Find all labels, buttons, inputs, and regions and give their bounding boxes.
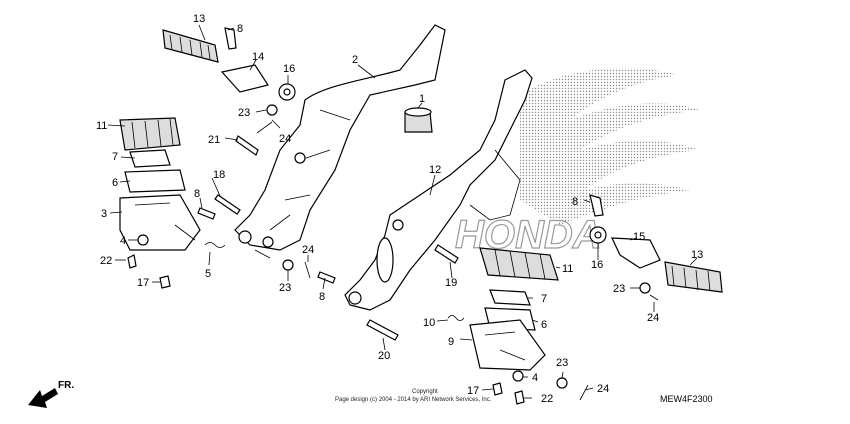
callout-4b: 4: [532, 372, 538, 384]
callout-22a: 22: [100, 255, 112, 267]
part-step-rubber-11a: [119, 117, 181, 151]
part-bolt-8c: [317, 271, 336, 284]
part-nut-4b: [512, 370, 524, 382]
callout-9: 9: [448, 336, 454, 348]
part-bolt-21: [235, 135, 259, 156]
callout-2: 2: [352, 54, 358, 66]
part-holder-3: [119, 194, 201, 251]
callout-23c: 23: [556, 357, 568, 369]
honda-wing-watermark: HONDA: [454, 67, 700, 258]
callout-16b: 16: [591, 259, 603, 271]
leader-lines: [107, 24, 698, 399]
part-pin-24c: [579, 384, 589, 401]
part-bolt-18: [214, 194, 241, 215]
callout-6a: 6: [112, 177, 118, 189]
part-pin-24d: [649, 294, 659, 301]
part-nut-23c: [556, 377, 568, 389]
callout-4a: 4: [120, 235, 126, 247]
part-bolt-17a: [159, 275, 171, 289]
callout-12: 12: [429, 164, 441, 176]
part-nut-23b: [282, 259, 294, 271]
part-spring-10: [447, 315, 465, 321]
callout-22b: 22: [541, 393, 553, 405]
callout-10: 10: [423, 317, 435, 329]
callout-11b: 11: [562, 263, 573, 275]
part-hanger-14: [220, 64, 269, 93]
callout-21: 21: [208, 134, 220, 146]
part-bolt-8d: [589, 194, 604, 217]
callout-5: 5: [205, 268, 211, 280]
callout-6b: 6: [541, 319, 547, 331]
part-bolt-22a: [127, 254, 137, 269]
part-left-bracket: [234, 24, 446, 259]
part-right-bracket: [344, 69, 533, 311]
callout-16a: 16: [283, 63, 295, 75]
callout-8b: 8: [194, 188, 200, 200]
callout-24c: 24: [597, 383, 609, 395]
callout-3: 3: [101, 208, 107, 220]
callout-19: 19: [445, 277, 457, 289]
front-direction-arrow: FR.: [28, 380, 74, 408]
part-bolt-8b: [197, 207, 216, 220]
part-pad-6a: [124, 169, 186, 193]
direction-label: FR.: [58, 380, 74, 391]
part-plate-7a: [129, 149, 171, 168]
arrow-icon: [28, 388, 58, 408]
part-bolt-19: [434, 244, 459, 264]
callout-8c: 8: [319, 291, 325, 303]
callout-13a: 13: [193, 13, 205, 25]
callout-17a: 17: [137, 277, 149, 289]
callout-7b: 7: [541, 293, 547, 305]
part-bolt-17b: [492, 382, 503, 396]
part-spring-5: [204, 242, 226, 248]
callout-24b: 24: [302, 244, 314, 256]
callout-23d: 23: [613, 283, 625, 295]
callout-1: 1: [419, 93, 425, 105]
part-nut-4a: [137, 234, 149, 246]
part-bolt-8a: [224, 27, 237, 50]
callout-labels: 13 8 14 16 2 1 23 11 21 24 7 18 6 8 3 4 …: [96, 13, 703, 405]
part-hanger-15: [611, 237, 661, 269]
callout-8a: 8: [237, 23, 243, 35]
callout-17b: 17: [467, 385, 479, 397]
part-nut-23d: [639, 282, 651, 294]
part-bolt-22b: [514, 390, 525, 405]
callout-20: 20: [378, 350, 390, 362]
frame-code: MEW4F2300: [660, 394, 713, 404]
honda-watermark-text: HONDA: [455, 213, 602, 257]
callout-7a: 7: [112, 151, 118, 163]
callout-15: 15: [633, 231, 645, 243]
callout-23b: 23: [279, 282, 291, 294]
callout-24a: 24: [279, 133, 291, 145]
part-step-rubber-11b: [479, 247, 559, 281]
part-holder-9: [469, 319, 546, 371]
callout-11a: 11: [96, 120, 107, 132]
part-pin-24a: [271, 119, 281, 129]
part-pin-24b: [304, 261, 311, 279]
callout-14: 14: [252, 51, 264, 63]
callout-18: 18: [213, 169, 225, 181]
part-footpeg-left-13: [162, 29, 219, 63]
callout-8d: 8: [572, 196, 578, 208]
part-bolt-20: [366, 319, 399, 341]
part-footpeg-right-13: [664, 261, 723, 293]
copyright-line2: Page design (c) 2004 - 2014 by ARI Netwo…: [335, 397, 492, 403]
part-plate-7b: [489, 289, 531, 306]
callout-23a: 23: [238, 107, 250, 119]
part-nut-23a: [266, 104, 278, 116]
copyright-line1: Copyright: [412, 389, 438, 395]
callout-24d: 24: [647, 312, 659, 324]
callout-13b: 13: [691, 249, 703, 261]
